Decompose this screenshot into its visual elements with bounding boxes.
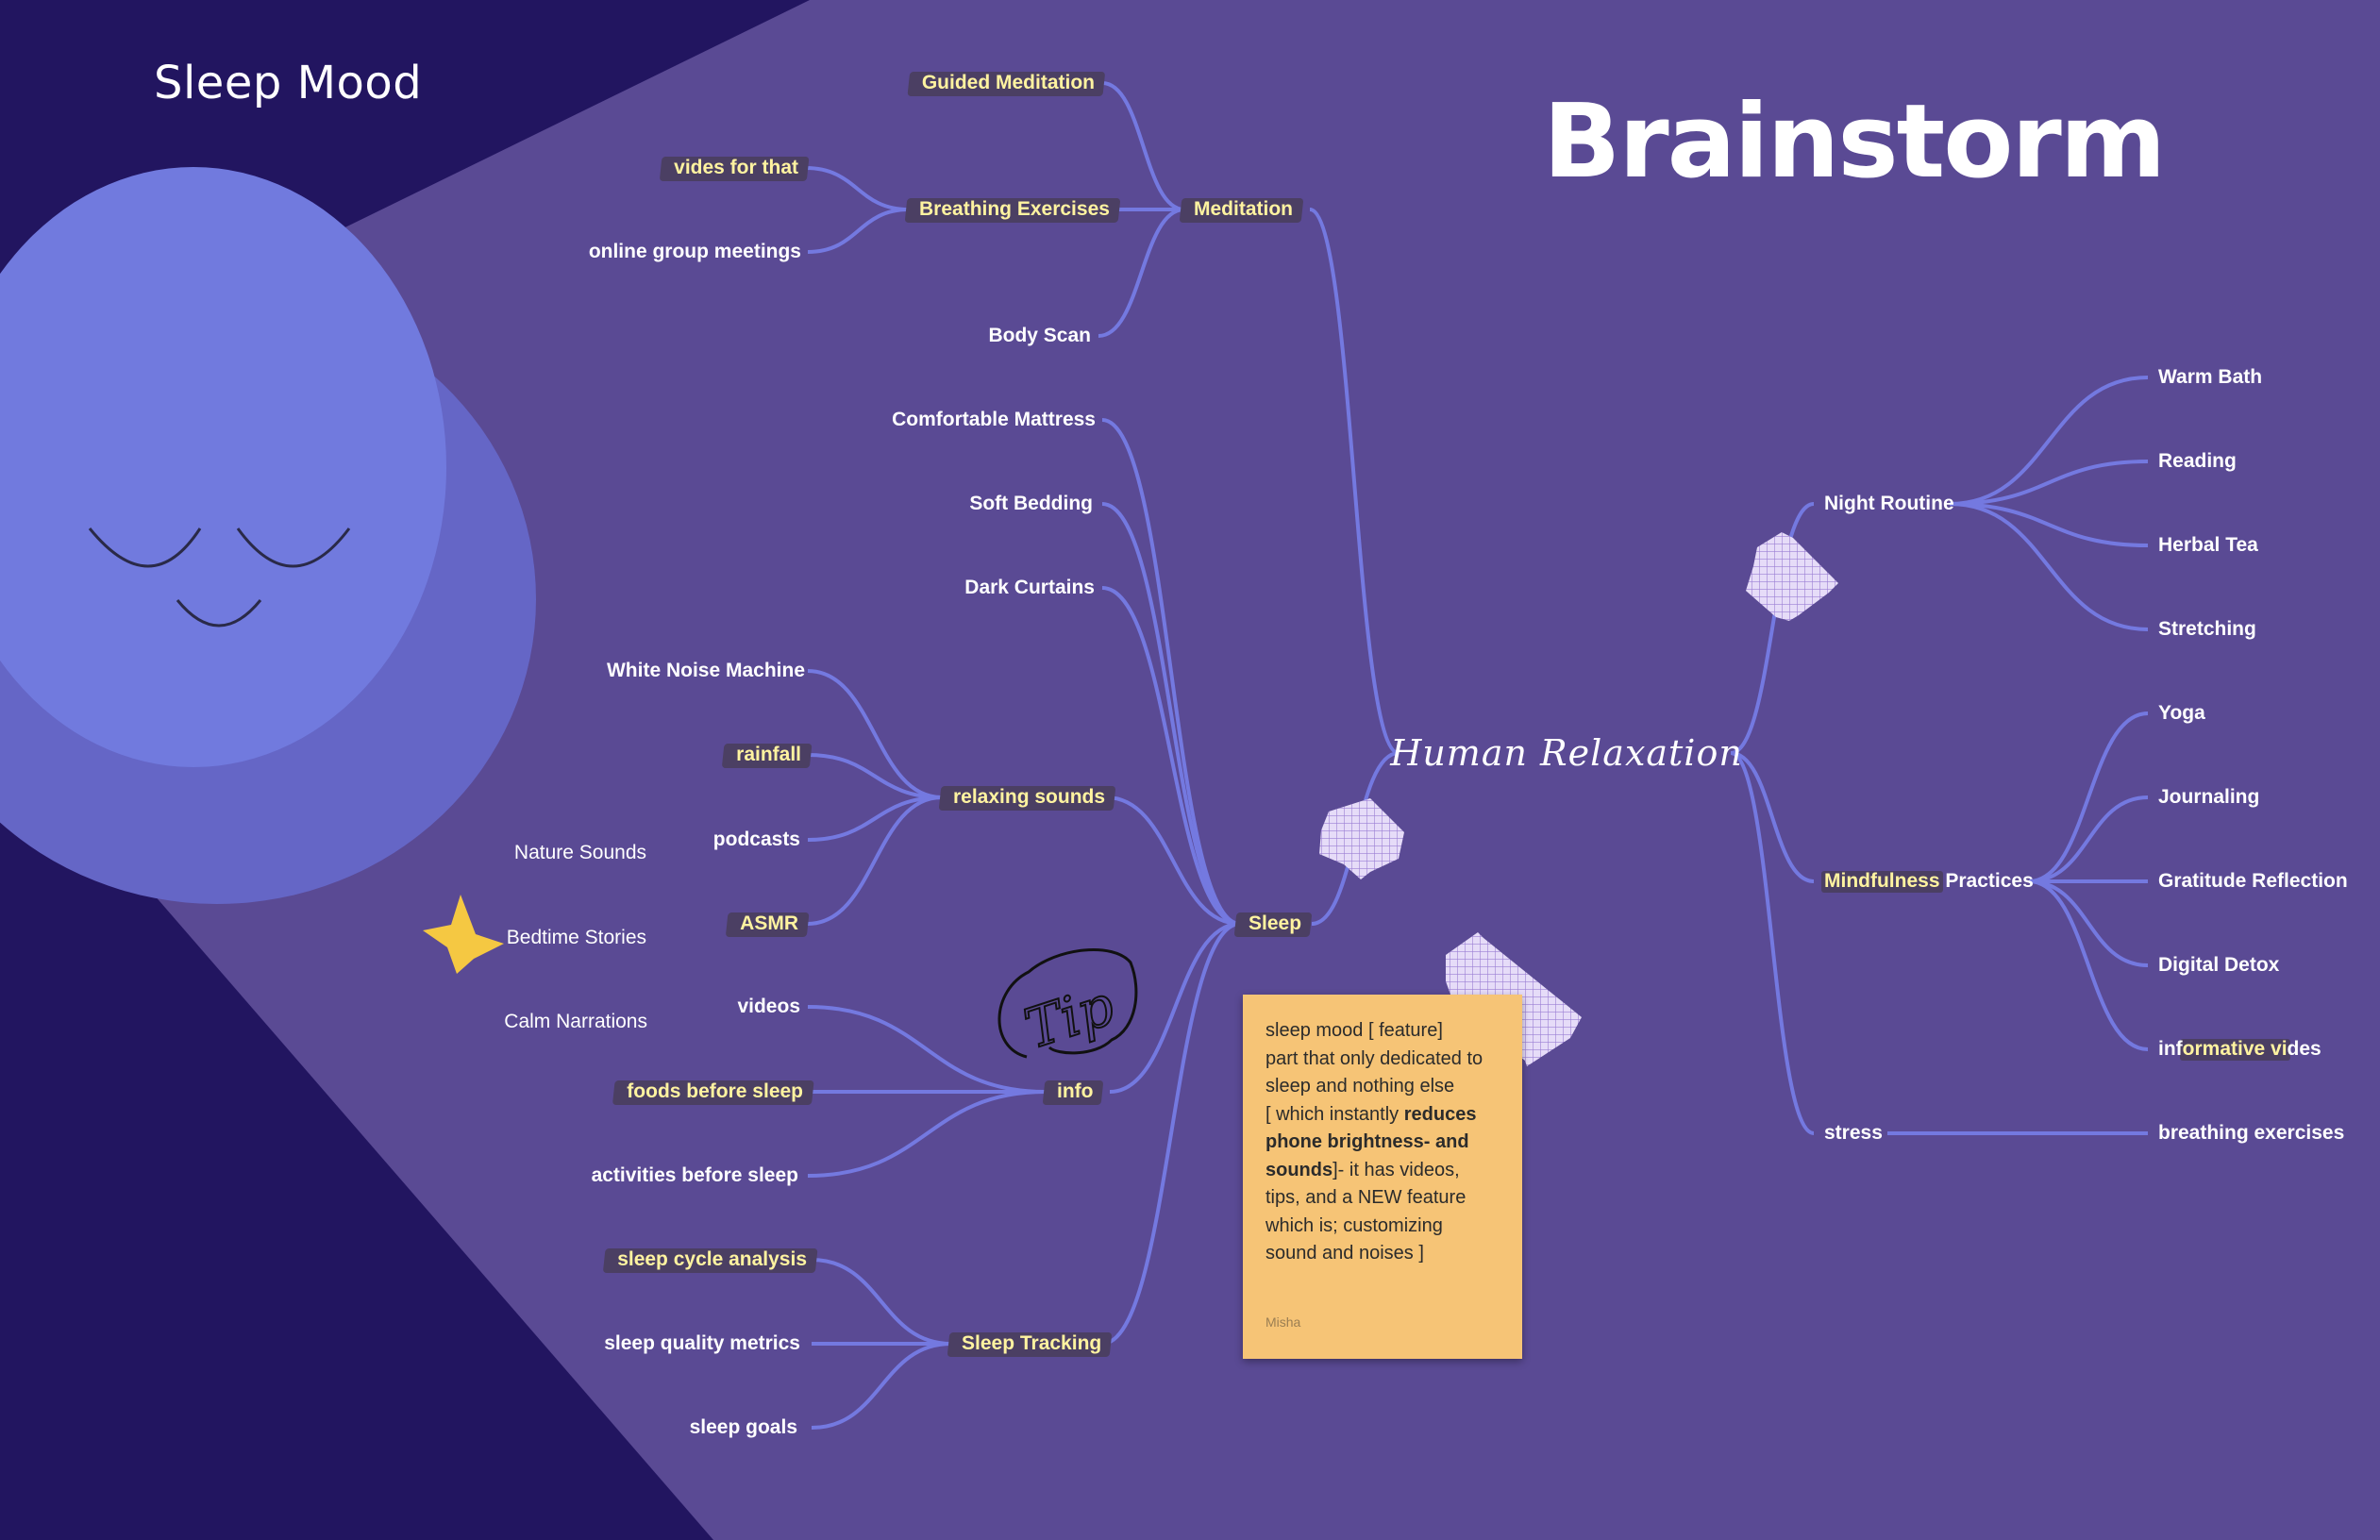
node-meditation[interactable]: Meditation [1194,198,1293,220]
node-journaling[interactable]: Journaling [2158,786,2260,808]
connector [805,166,910,211]
washi-tape-icon [1746,532,1838,621]
connector [807,795,943,926]
moon-face-icon [0,167,536,904]
connector [807,1090,1047,1178]
sticky-note-body: sleep mood [ feature] part that only ded… [1265,1020,1483,1264]
svg-text:Tip: Tip [1017,973,1122,1062]
node-informative-vides[interactable]: informative vides [2158,1038,2321,1060]
connector [1098,208,1185,338]
node-bedtime-stories[interactable]: Bedtime Stories [506,927,646,948]
node-sleep-cycle-analysis[interactable]: sleep cycle analysis [617,1248,807,1270]
node-nature-sounds[interactable]: Nature Sounds [513,842,646,863]
connector [1949,376,2149,506]
node-yoga[interactable]: Yoga [2158,702,2205,724]
connector [1105,795,1241,926]
node-dark-curtains[interactable]: Dark Curtains [964,577,1095,598]
node-online-group-meetings[interactable]: online group meetings [588,241,801,262]
node-body-scan[interactable]: Body Scan [988,325,1091,346]
node-relaxing-sounds[interactable]: relaxing sounds [953,786,1106,808]
node-night-routine[interactable]: Night Routine [1824,493,1954,514]
sticky-note-author: Misha [1265,1314,1301,1330]
connector [1101,922,1241,1346]
node-activities-before-sleep[interactable]: activities before sleep [591,1164,798,1186]
connector [1949,502,2149,631]
node-guided-meditation[interactable]: Guided Meditation [921,72,1095,93]
connector [1109,922,1241,1094]
connector [807,795,943,842]
board-title: Brainstorm [1543,83,2166,201]
node-digital-detox[interactable]: Digital Detox [2158,954,2280,976]
node-podcasts[interactable]: podcasts [712,829,800,850]
informative-highlight: ormative vi [2182,1038,2288,1060]
dark-corner-bottom [0,717,713,1540]
node-calm-narrations[interactable]: Calm Narrations [504,1011,647,1032]
central-topic[interactable]: Human Relaxation [1390,732,1743,774]
node-sleep[interactable]: Sleep [1249,912,1302,934]
connector [1949,460,2149,506]
node-info[interactable]: info [1057,1080,1094,1102]
connector [811,1342,952,1430]
connector [1101,502,1241,926]
node-videos[interactable]: videos [737,996,800,1017]
node-soft-bedding[interactable]: Soft Bedding [969,493,1093,514]
node-white-noise-machine[interactable]: White Noise Machine [606,660,805,681]
app-title: Sleep Mood [154,57,423,109]
connector [807,1005,1047,1094]
connector [807,753,943,799]
connector-central-meditation [1309,208,1400,755]
node-stress[interactable]: stress [1824,1122,1883,1144]
node-gratitude-reflection[interactable]: Gratitude Reflection [2158,870,2348,892]
node-warm-bath[interactable]: Warm Bath [2158,366,2263,388]
connector [2028,795,2149,883]
connector-central-mindfulness [1730,751,1815,883]
connector [1101,418,1241,926]
node-herbal-tea[interactable]: Herbal Tea [2158,534,2258,556]
connector [811,1258,952,1346]
connector [807,208,910,254]
node-stretching[interactable]: Stretching [2158,618,2256,640]
connector [807,669,943,799]
washi-tape-icon [1319,798,1404,879]
node-sleep-goals[interactable]: sleep goals [689,1416,797,1438]
node-rainfall[interactable]: rainfall [736,744,801,765]
tip-doodle-icon: Tip [997,948,1138,1063]
connector [1949,502,2149,547]
node-foods-before-sleep[interactable]: foods before sleep [627,1080,803,1102]
mindfulness-highlight: Mindfulness [1824,870,1940,892]
connector [2028,879,2149,1051]
connector-central-stress [1730,751,1815,1135]
node-vides-for-that[interactable]: vides for that [674,157,798,178]
node-reading[interactable]: Reading [2158,450,2237,472]
connector [2028,879,2149,967]
connector [1101,586,1241,926]
node-sleep-quality-metrics[interactable]: sleep quality metrics [604,1332,800,1354]
node-asmr[interactable]: ASMR [740,912,798,934]
sticky-note[interactable]: sleep mood [ feature] part that only ded… [1243,995,1522,1359]
connector [2028,711,2149,883]
node-breathing-exercises[interactable]: Breathing Exercises [919,198,1110,220]
node-mindfulness-practices[interactable]: Mindfulness Practices [1824,870,2034,892]
connector [1101,81,1185,211]
node-breathing-exercises-right[interactable]: breathing exercises [2158,1122,2345,1144]
node-sleep-tracking[interactable]: Sleep Tracking [962,1332,1102,1354]
connector-central-night-routine [1730,502,1815,755]
node-comfortable-mattress[interactable]: Comfortable Mattress [892,409,1096,430]
star-icon [423,895,504,974]
